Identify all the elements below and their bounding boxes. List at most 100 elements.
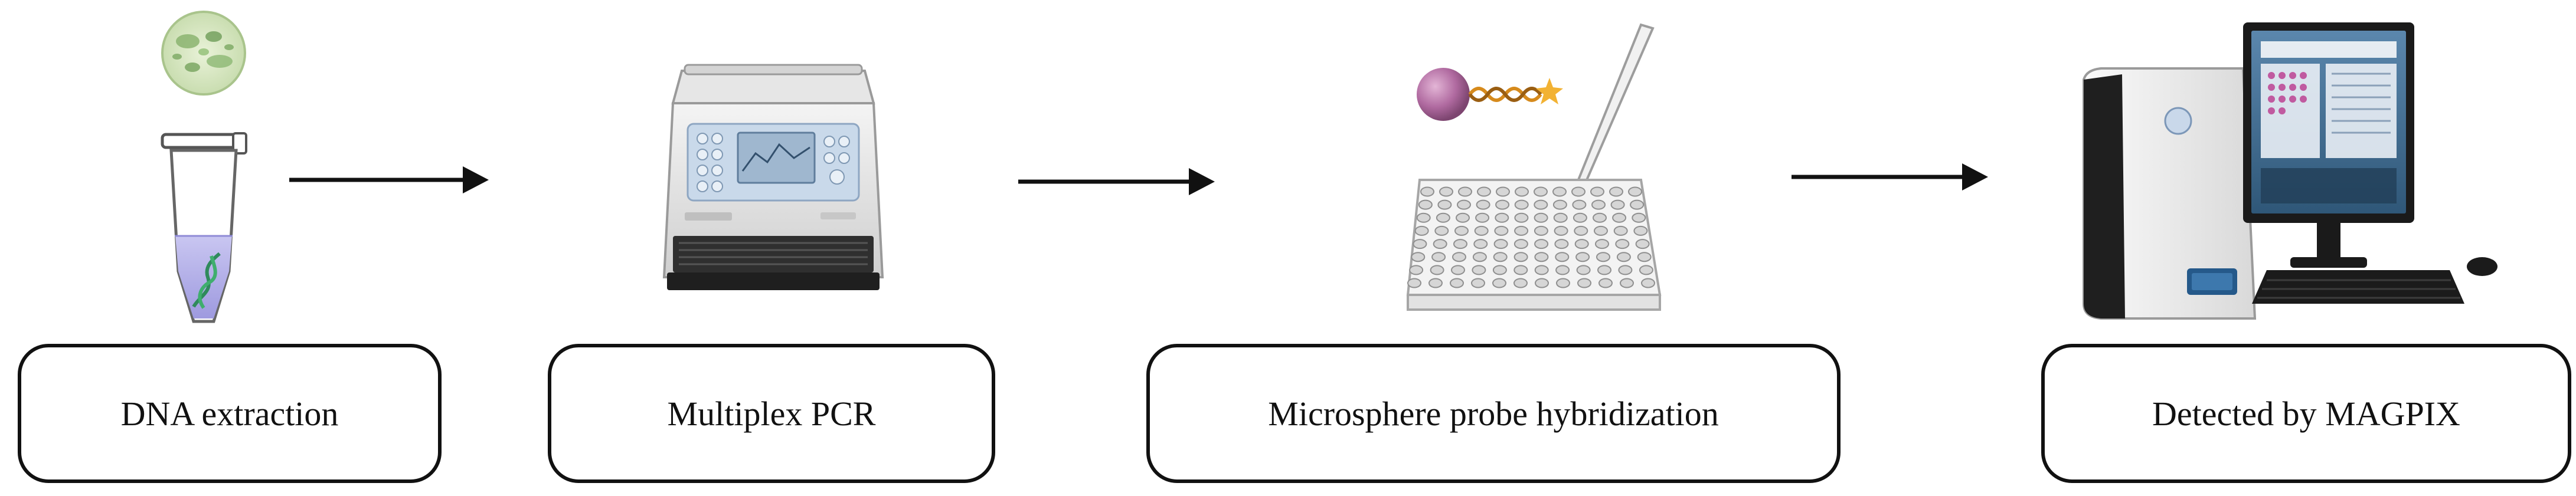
microplate-well: [1633, 225, 1648, 236]
microplate-well: [1472, 252, 1487, 262]
step-label-microsphere-probe-hybridization: Microsphere probe hybridization: [1146, 344, 1841, 483]
microplate-well: [1420, 186, 1434, 197]
keyboard-icon: [2252, 270, 2464, 304]
microplate-well: [1471, 278, 1485, 288]
microplate-well: [1411, 252, 1426, 262]
microplate-well: [1534, 212, 1548, 223]
microplate-well: [1476, 199, 1490, 210]
microsphere-probe-icon: [1417, 68, 1563, 121]
microcentrifuge-tube-icon: [161, 132, 247, 323]
step-label-detected-by-magpix: Detected by MAGPIX: [2041, 344, 2571, 483]
microplate-well: [1492, 265, 1507, 275]
microplate-well: [1594, 225, 1608, 236]
microplate-well: [1493, 252, 1508, 262]
microplate-well: [1496, 186, 1510, 197]
microplate-well: [1475, 212, 1490, 223]
microplate-well: [1515, 186, 1529, 197]
magpix-instrument-icon: [2083, 67, 2257, 320]
microplate-well: [1457, 199, 1471, 210]
microplate-well: [1641, 278, 1655, 288]
microplate-well: [1639, 265, 1653, 275]
microplate-well: [1595, 239, 1609, 249]
microplate-well: [1453, 239, 1467, 249]
microplate-well: [1452, 252, 1466, 262]
thermal-cycler-icon: [662, 64, 884, 290]
microplate-well: [1477, 186, 1491, 197]
microplate-well: [1450, 278, 1464, 288]
step-label-text: Microsphere probe hybridization: [1268, 394, 1719, 433]
microplate-well: [1555, 252, 1570, 262]
microplate-well: [1637, 252, 1652, 262]
microplate-well: [1434, 225, 1449, 236]
microplate-well: [1553, 212, 1568, 223]
microplate-well: [1513, 278, 1528, 288]
microplate-well: [1552, 199, 1567, 210]
microplate-well: [1428, 278, 1443, 288]
microplate-well: [1534, 252, 1549, 262]
computer-monitor-icon: [2243, 22, 2414, 268]
microplate-well: [1513, 239, 1528, 249]
microplate-well: [1575, 252, 1590, 262]
microplate-well: [1591, 199, 1606, 210]
microplate-well: [1630, 199, 1645, 210]
microplate-well: [1492, 278, 1506, 288]
microplate-well: [1514, 212, 1529, 223]
microplate-well: [1576, 265, 1591, 275]
microplate-well: [1413, 239, 1427, 249]
microplate-well: [1493, 239, 1508, 249]
microplate-well: [1573, 212, 1587, 223]
microplate-well: [1618, 265, 1633, 275]
microplate-well: [1609, 186, 1623, 197]
microplate-well: [1418, 199, 1433, 210]
microplate-well: [1574, 225, 1588, 236]
microplate-well: [1473, 239, 1488, 249]
microplate-well: [1552, 186, 1567, 197]
microplate-well: [1436, 212, 1450, 223]
microplate-wells: [1407, 186, 1655, 288]
microplate-well: [1572, 199, 1587, 210]
microplate-well: [1409, 265, 1424, 275]
microplate-well: [1437, 199, 1452, 210]
microplate-well: [1628, 186, 1642, 197]
bacteria-culture-icon: [161, 11, 246, 96]
microplate-well: [1620, 278, 1634, 288]
arrow-3: [1792, 163, 1988, 190]
step-label-text: Multiplex PCR: [667, 394, 876, 433]
microplate-well: [1407, 278, 1421, 288]
microplate-well: [1416, 212, 1431, 223]
microplate-icon: [1406, 179, 1662, 311]
microplate-well: [1431, 252, 1446, 262]
microplate-well: [1571, 186, 1586, 197]
microplate-well: [1610, 199, 1625, 210]
microplate-well: [1635, 239, 1650, 249]
microplate-well: [1439, 186, 1453, 197]
microplate-well: [1454, 225, 1469, 236]
microplate-well: [1555, 265, 1570, 275]
microplate-well: [1451, 265, 1465, 275]
microplate-well: [1534, 265, 1549, 275]
microplate-well: [1414, 225, 1429, 236]
microplate-well: [1514, 225, 1529, 236]
microplate-well: [1456, 212, 1470, 223]
step-label-text: Detected by MAGPIX: [2152, 394, 2460, 433]
microplate-well: [1494, 225, 1509, 236]
microplate-well: [1596, 252, 1610, 262]
microplate-well: [1593, 212, 1607, 223]
microplate-well: [1534, 186, 1548, 197]
microplate-well: [1534, 239, 1549, 249]
microplate-well: [1535, 278, 1549, 288]
microplate-well: [1597, 265, 1611, 275]
microplate-well: [1556, 278, 1570, 288]
microplate-well: [1612, 212, 1627, 223]
microplate-well: [1616, 252, 1631, 262]
step-label-multiplex-pcr: Multiplex PCR: [548, 344, 995, 483]
microplate-well: [1615, 239, 1630, 249]
step-label-text: DNA extraction: [120, 394, 339, 433]
arrow-2: [1018, 168, 1215, 195]
microplate-well: [1613, 225, 1628, 236]
microplate-well: [1598, 278, 1613, 288]
microplate-well: [1554, 239, 1569, 249]
microplate-well: [1632, 212, 1646, 223]
microplate-well: [1495, 212, 1509, 223]
